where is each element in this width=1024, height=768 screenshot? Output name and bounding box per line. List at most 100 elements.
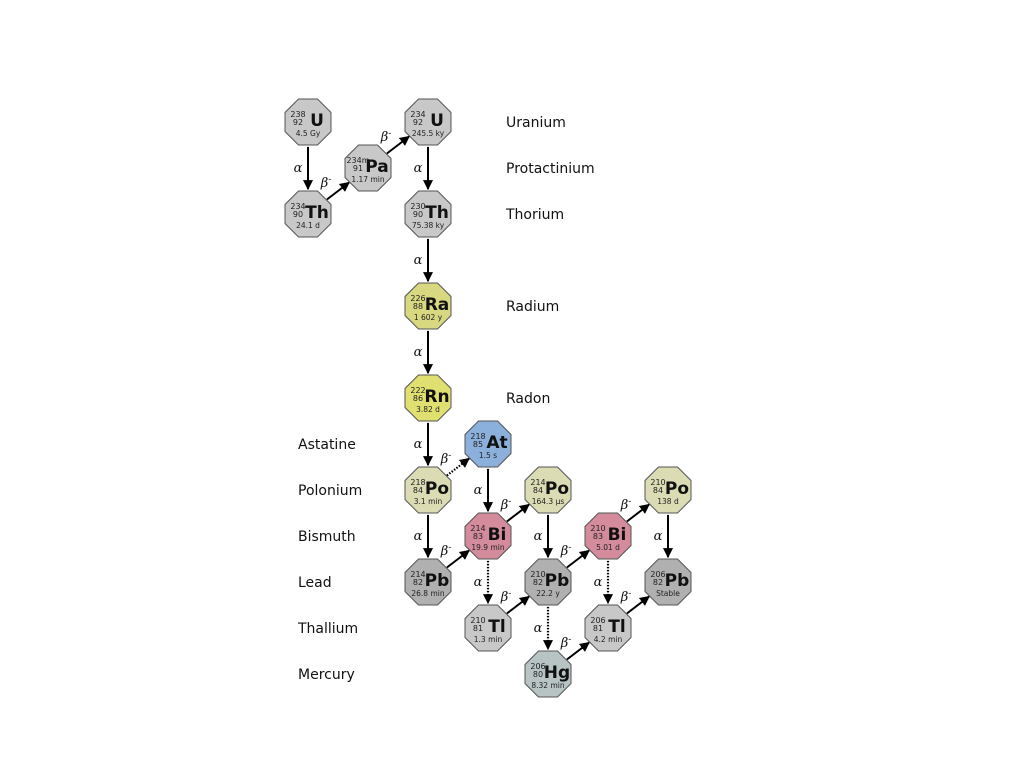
- atomic-number: 82: [533, 578, 543, 587]
- mass-number: 206: [530, 662, 545, 671]
- element-label-radon: Radon: [506, 391, 550, 407]
- element-labels: UraniumProtactiniumThoriumRadiumRadonAst…: [297, 115, 595, 683]
- decay-arrow: [506, 503, 530, 523]
- atomic-number: 88: [413, 302, 423, 311]
- nuclide-octagon: [464, 604, 512, 652]
- half-life: 5.01 d: [596, 543, 620, 552]
- decay-mode-label: α: [414, 253, 423, 268]
- decay-bi210-to-tl206: α: [594, 560, 613, 605]
- atomic-number: 86: [413, 394, 423, 403]
- half-life: 1 602 y: [414, 313, 443, 322]
- element-symbol: Rn: [424, 387, 449, 407]
- nuclide-octagon: [524, 650, 572, 698]
- element-symbol: At: [486, 433, 507, 453]
- element-symbol: Po: [425, 479, 449, 499]
- half-life: 19.9 min: [471, 543, 504, 552]
- decay-tl206-to-pb206: β-: [620, 589, 650, 615]
- decay-mode-label: β-: [440, 543, 452, 559]
- mass-number: 206: [650, 570, 665, 579]
- half-life: 24.1 d: [296, 221, 320, 230]
- decay-po218-to-pb214: α: [414, 514, 433, 559]
- decay-pa234m-to-u234: β-: [380, 129, 410, 155]
- element-symbol: U: [310, 111, 324, 131]
- atomic-number: 85: [473, 440, 483, 449]
- nuclide-octagon: [644, 466, 692, 514]
- decay-mode-label: β-: [560, 635, 572, 651]
- mass-number: 210: [590, 524, 605, 533]
- decay-mode-label: α: [534, 621, 543, 636]
- nuclide-octagon: [404, 558, 452, 606]
- decay-po210-to-pb206: α: [654, 514, 673, 559]
- half-life: 22.2 y: [536, 589, 560, 598]
- decay-bi210-to-po210: β-: [620, 497, 650, 523]
- decay-mode-label: α: [474, 483, 483, 498]
- atomic-number: 84: [533, 486, 543, 495]
- decay-po218-to-at218: β-: [440, 451, 470, 477]
- element-symbol: Tl: [608, 617, 625, 637]
- decay-mode-label: α: [594, 575, 603, 590]
- decay-mode-label: α: [414, 345, 423, 360]
- half-life: 138 d: [657, 497, 679, 506]
- decay-mode-label: α: [414, 161, 423, 176]
- element-symbol: Po: [545, 479, 569, 499]
- decay-mode-label: α: [414, 529, 423, 544]
- mass-number: 218: [470, 432, 485, 441]
- decay-arrow: [566, 549, 590, 569]
- decay-po214-to-pb210: α: [534, 514, 553, 559]
- nuclide-octagon: [284, 190, 332, 238]
- nuclide-octagon: [464, 512, 512, 560]
- element-symbol: Pb: [425, 571, 450, 591]
- atomic-number: 83: [593, 532, 603, 541]
- half-life: 164.3 µs: [532, 497, 565, 506]
- decay-arrow: [566, 641, 590, 661]
- mass-number: 206: [590, 616, 605, 625]
- decay-mode-label: β-: [380, 129, 392, 145]
- decay-rn222-to-po218: α: [414, 422, 433, 467]
- element-label-thallium: Thallium: [297, 621, 358, 637]
- element-label-radium: Radium: [506, 299, 559, 315]
- half-life: Stable: [656, 589, 680, 598]
- atomic-number: 90: [293, 210, 303, 219]
- decay-arrow: [446, 457, 470, 477]
- element-symbol: Th: [425, 203, 449, 223]
- mass-number: 222: [410, 386, 425, 395]
- decay-mode-label: β-: [440, 451, 452, 467]
- decay-at218-to-bi214: α: [474, 468, 493, 513]
- decay-mode-label: α: [294, 161, 303, 176]
- element-symbol: Pb: [665, 571, 690, 591]
- decay-arrow: [386, 135, 410, 155]
- nuclide-octagon: [404, 466, 452, 514]
- mass-number: 214: [410, 570, 425, 579]
- element-symbol: Bi: [488, 525, 507, 545]
- element-symbol: U: [430, 111, 444, 131]
- decay-mode-label: α: [474, 575, 483, 590]
- decay-u234-to-th230: α: [414, 146, 433, 191]
- element-label-bismuth: Bismuth: [298, 529, 356, 545]
- decay-arrow: [326, 181, 350, 201]
- decay-tl210-to-pb210: β-: [500, 589, 530, 615]
- decay-mode-label: α: [534, 529, 543, 544]
- decay-mode-label: α: [654, 529, 663, 544]
- decay-arrow: [506, 595, 530, 615]
- half-life: 26.8 min: [411, 589, 444, 598]
- atomic-number: 92: [293, 118, 303, 127]
- mass-number: 210: [470, 616, 485, 625]
- element-symbol: Po: [665, 479, 689, 499]
- decay-arrow: [626, 595, 650, 615]
- mass-number: 230: [410, 202, 425, 211]
- element-label-astatine: Astatine: [298, 437, 356, 453]
- decay-mode-label: β-: [320, 175, 332, 191]
- half-life: 75.38 ky: [412, 221, 445, 230]
- decay-bi214-to-tl210: α: [474, 560, 493, 605]
- half-life: 1.17 min: [351, 175, 384, 184]
